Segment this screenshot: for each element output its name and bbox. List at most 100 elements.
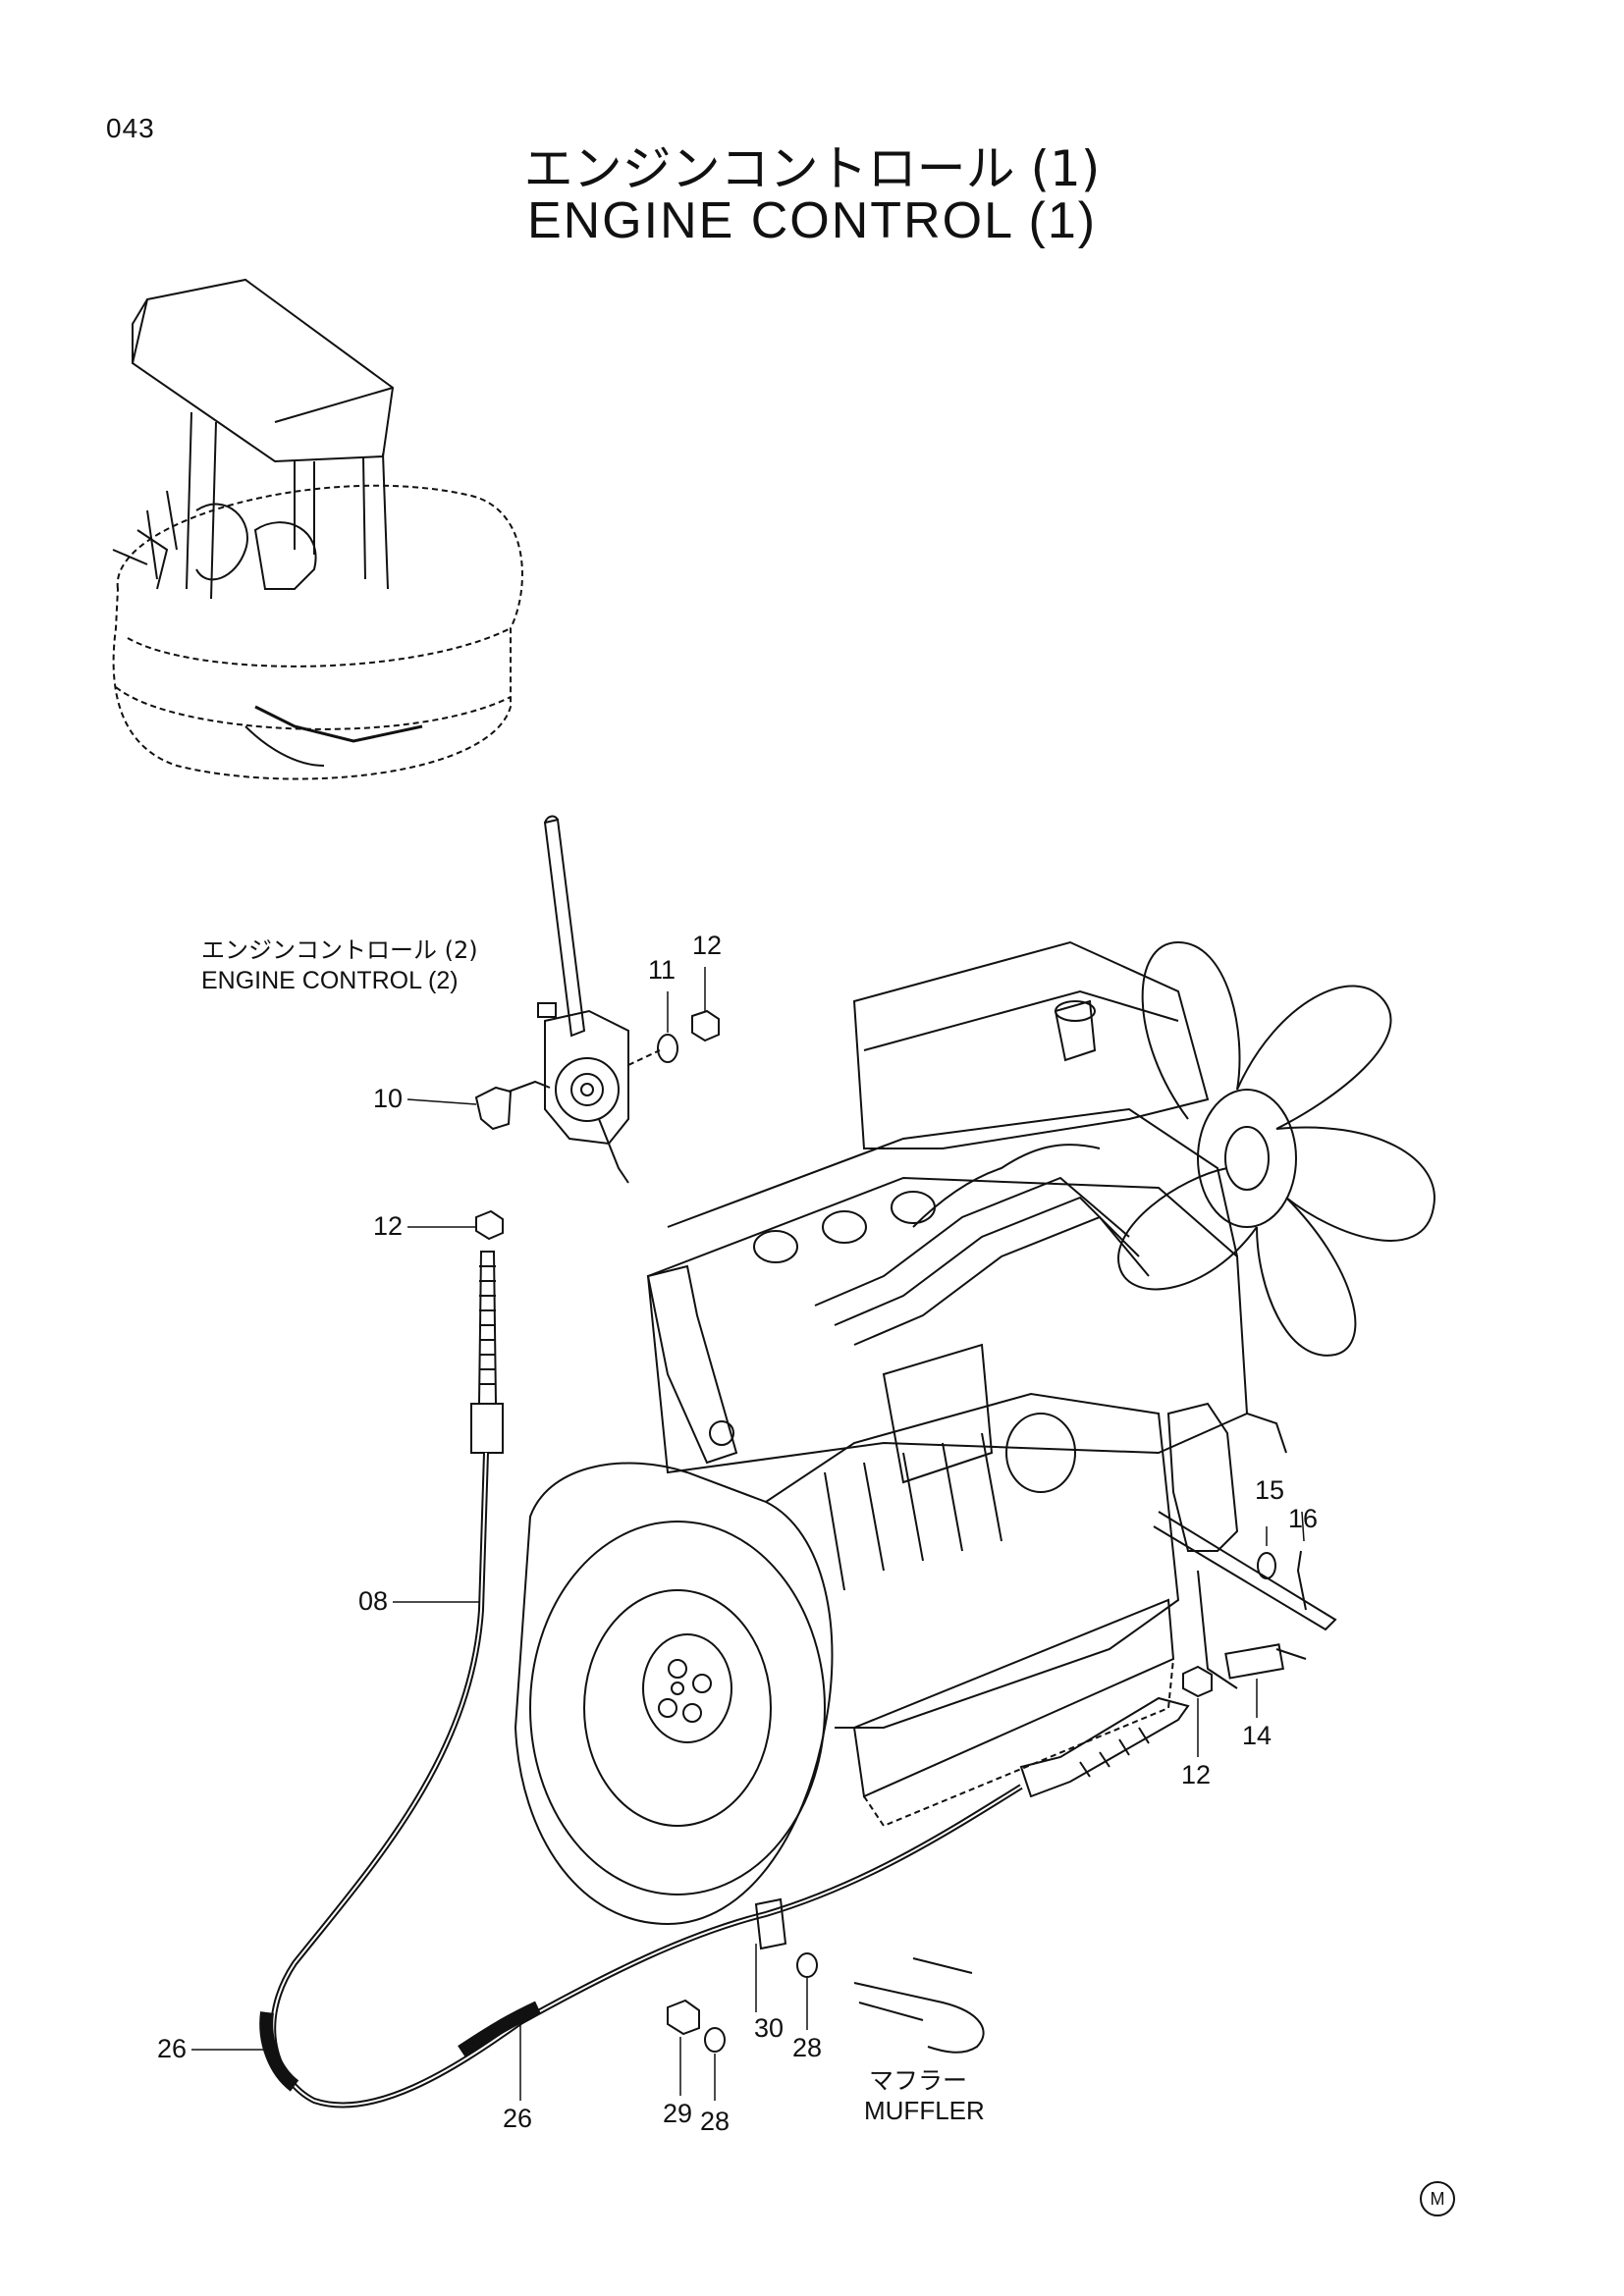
callout-26-bottom: 26 bbox=[503, 2104, 533, 2133]
engine-control-2-label-en: ENGINE CONTROL (2) bbox=[201, 967, 459, 994]
governor-link bbox=[1197, 1570, 1238, 1689]
machine-overview-sketch bbox=[112, 278, 523, 780]
flywheel-inner bbox=[583, 1589, 772, 1827]
callout-11: 11 bbox=[648, 955, 677, 985]
cable-route-sketch bbox=[254, 705, 423, 743]
page-title-english: ENGINE CONTROL (1) bbox=[526, 192, 1098, 249]
nut-12-mid bbox=[475, 1209, 504, 1241]
cable-sleeve-26-bottom bbox=[458, 2001, 541, 2057]
valve-cover-line bbox=[863, 989, 1179, 1051]
washer-28-lower bbox=[704, 2027, 726, 2053]
callout-30: 30 bbox=[754, 2013, 785, 2043]
nut-29 bbox=[667, 1999, 700, 2036]
fuel-pipe bbox=[912, 1144, 1101, 1228]
control-rod bbox=[543, 818, 586, 1038]
canopy-roof-front bbox=[274, 387, 394, 423]
lifting-bracket bbox=[646, 1264, 738, 1465]
callout-12-top: 12 bbox=[692, 931, 723, 960]
lever-bolt bbox=[537, 1002, 557, 1018]
fan-blade-1 bbox=[1141, 940, 1241, 1120]
lever-hub-inner bbox=[570, 1073, 604, 1106]
control-levers bbox=[112, 529, 169, 590]
callout-10: 10 bbox=[373, 1084, 404, 1113]
injector-2 bbox=[822, 1210, 867, 1244]
leader-10 bbox=[406, 1098, 477, 1105]
lever-plate bbox=[544, 1009, 629, 1146]
washer-11 bbox=[657, 1034, 678, 1063]
nut-12-top bbox=[691, 1009, 720, 1042]
block-side bbox=[765, 1392, 1180, 1729]
governor-plate bbox=[1153, 1511, 1337, 1631]
canopy-roof bbox=[131, 278, 395, 463]
fan-blade-3 bbox=[1275, 1126, 1435, 1242]
injector-3 bbox=[891, 1191, 936, 1224]
injector-1 bbox=[753, 1230, 798, 1263]
water-outlet bbox=[1054, 999, 1097, 1062]
block-lower bbox=[852, 1598, 1175, 1798]
throttle-cable bbox=[259, 1251, 1190, 2109]
governor-stud bbox=[1246, 1413, 1287, 1454]
model-mark-icon: M bbox=[1420, 2181, 1455, 2216]
fuel-pump bbox=[882, 1343, 994, 1484]
page-title-japanese: エンジンコントロール (1) bbox=[523, 140, 1101, 197]
muffler-label-jp: マフラー bbox=[869, 2066, 968, 2095]
pin-16 bbox=[1296, 1550, 1307, 1611]
cable-ferrule bbox=[470, 1403, 504, 1454]
cooling-fan bbox=[1117, 940, 1435, 1357]
fan-hub bbox=[1197, 1089, 1297, 1228]
cylinder-head bbox=[646, 1176, 1249, 1474]
elbow-10-stem bbox=[508, 1080, 551, 1093]
cable-route-sketch-2 bbox=[244, 725, 325, 767]
callout-08: 08 bbox=[358, 1586, 389, 1616]
injector-line-2 bbox=[834, 1196, 1140, 1326]
oil-pan bbox=[863, 1658, 1174, 1828]
callout-16: 16 bbox=[1288, 1504, 1319, 1533]
flywheel bbox=[529, 1521, 826, 1896]
fan-blade-2 bbox=[1236, 985, 1392, 1130]
elbow-10 bbox=[474, 1086, 513, 1131]
bracket-14-line bbox=[1275, 1648, 1307, 1660]
fuel-filter bbox=[1005, 1413, 1076, 1493]
machine-body bbox=[112, 484, 523, 780]
machine-body-inner bbox=[127, 627, 512, 667]
muffler-label-en: MUFFLER bbox=[864, 2096, 985, 2125]
cable-rear-threads bbox=[1079, 1727, 1150, 1778]
lever-hub bbox=[555, 1057, 620, 1122]
fan-blade-4 bbox=[1256, 1197, 1357, 1357]
canopy-posts bbox=[186, 411, 389, 600]
head-top bbox=[667, 1107, 1238, 1257]
lever-hub-center bbox=[580, 1083, 594, 1096]
cable-outer bbox=[270, 1452, 1023, 2109]
engine-control-2-label-jp: エンジンコントロール (2) bbox=[201, 936, 478, 964]
clamp-30 bbox=[754, 1897, 787, 1950]
callout-26-left: 26 bbox=[157, 2034, 188, 2063]
washer-15 bbox=[1257, 1552, 1276, 1579]
cable-sleeve-26-left bbox=[259, 2011, 299, 2092]
rod-top bbox=[544, 815, 559, 824]
block-ribs bbox=[824, 1432, 1002, 1591]
washer-28-upper bbox=[796, 1952, 818, 1978]
callout-12-mid: 12 bbox=[373, 1211, 404, 1241]
callout-28-upper: 28 bbox=[792, 2033, 823, 2062]
leader-16 bbox=[1301, 1511, 1305, 1542]
lever-arm bbox=[598, 1118, 629, 1184]
flywheel-hub bbox=[642, 1633, 732, 1743]
cable-threads bbox=[479, 1265, 496, 1385]
valve-cover bbox=[852, 940, 1210, 1149]
callout-12-bottom: 12 bbox=[1181, 1760, 1212, 1789]
cable-threaded-end bbox=[477, 1251, 498, 1405]
injector-line-1 bbox=[814, 1176, 1130, 1307]
water-outlet-cap bbox=[1055, 1000, 1096, 1022]
canopy-roof-top bbox=[132, 298, 148, 363]
cable-rear-end bbox=[1019, 1696, 1190, 1798]
nut-12-bottom bbox=[1182, 1665, 1213, 1698]
callout-29: 29 bbox=[663, 2099, 693, 2128]
engine-block bbox=[514, 940, 1337, 1926]
governor-bracket bbox=[1166, 1402, 1239, 1552]
dash-line-11 bbox=[627, 1049, 661, 1066]
callout-14: 14 bbox=[1242, 1721, 1272, 1750]
fan-blade-5 bbox=[1117, 1167, 1258, 1291]
operator-controls bbox=[146, 490, 317, 590]
callout-15: 15 bbox=[1255, 1475, 1285, 1505]
